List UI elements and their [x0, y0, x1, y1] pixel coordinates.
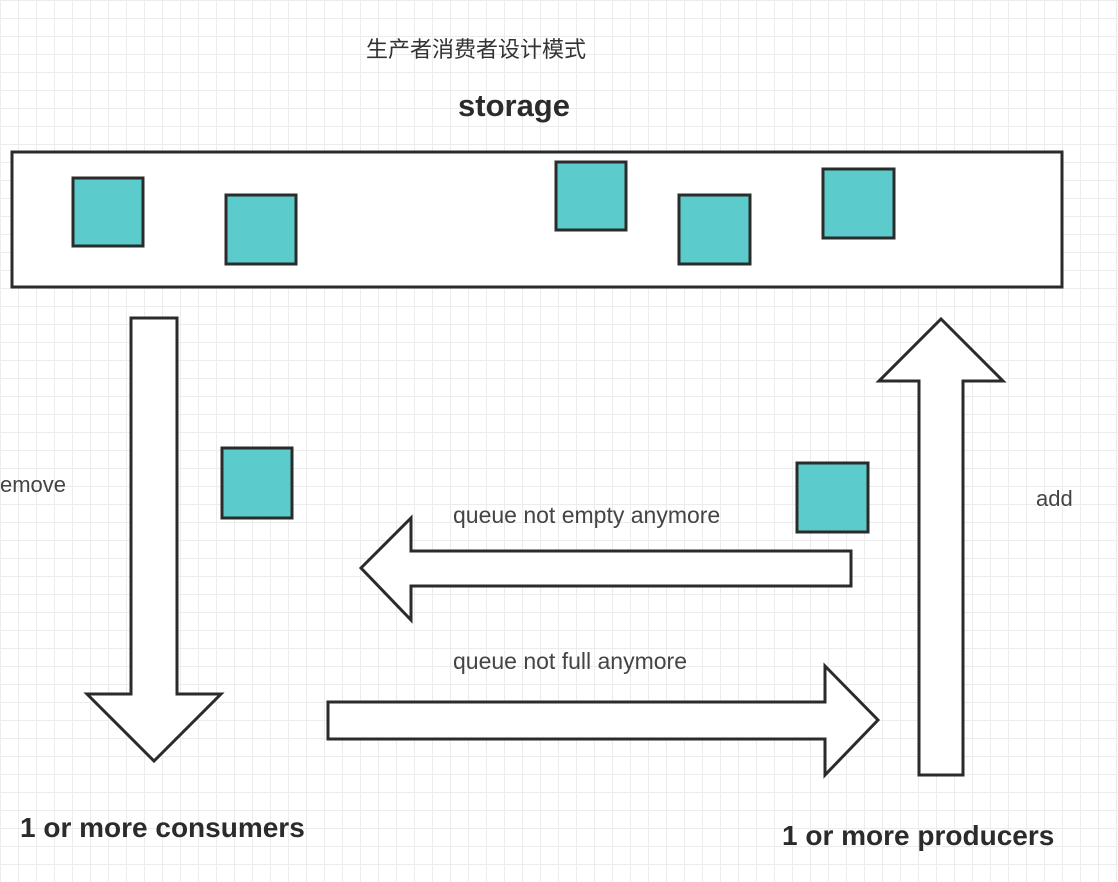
not-full-label: queue not full anymore: [453, 648, 687, 674]
storage-item: [224, 193, 298, 266]
producers-label: 1 or more producers: [782, 820, 1055, 851]
produced-item: [795, 461, 870, 534]
page-title: 生产者消费者设计模式: [366, 38, 587, 63]
remove-arrow: [83, 316, 225, 764]
storage-item: [554, 160, 628, 232]
consumers-label: 1 or more consumers: [20, 812, 305, 843]
storage-label: storage: [458, 88, 570, 123]
add-label: add: [1036, 486, 1073, 511]
storage-item: [677, 193, 752, 266]
remove-label: emove: [0, 472, 67, 497]
not-empty-label: queue not empty anymore: [453, 502, 721, 528]
storage-item: [821, 167, 896, 240]
storage-box: [10, 150, 1064, 289]
storage-item: [71, 176, 145, 248]
not-full-arrow: [326, 662, 881, 779]
not-empty-arrow: [358, 514, 853, 624]
consumed-item: [220, 446, 294, 520]
add-arrow: [875, 316, 1007, 777]
